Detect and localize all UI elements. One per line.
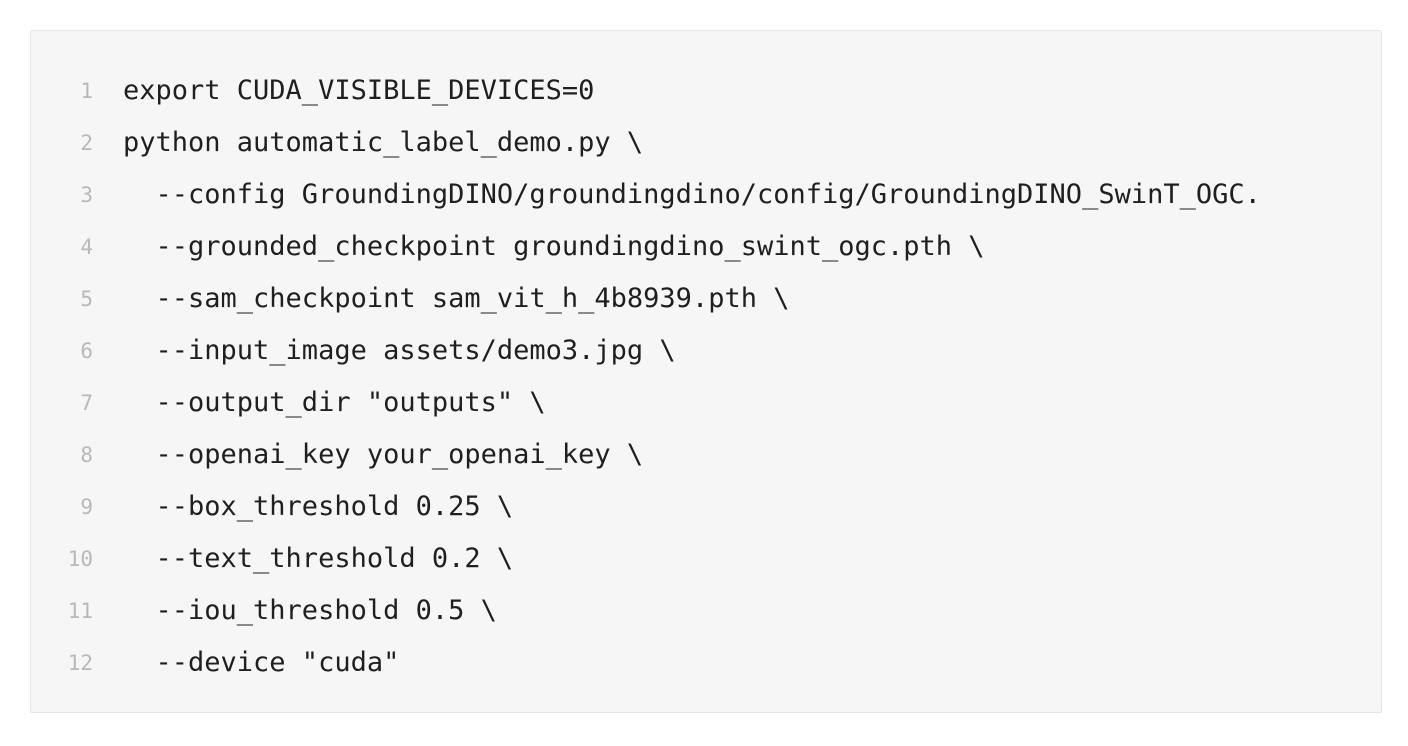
line-text[interactable]: --iou_threshold 0.5 \ xyxy=(123,595,497,626)
line-number: 3 xyxy=(80,183,93,207)
line-text[interactable]: --sam_checkpoint sam_vit_h_4b8939.pth \ xyxy=(123,283,790,314)
line-text[interactable]: --openai_key your_openai_key \ xyxy=(123,439,644,470)
line-number: 5 xyxy=(80,287,93,311)
line-text[interactable]: --output_dir "outputs" \ xyxy=(123,387,546,418)
line-text[interactable]: --grounded_checkpoint groundingdino_swin… xyxy=(123,231,985,262)
code-line: 6 --input_image assets/demo3.jpg \ xyxy=(31,325,1381,377)
line-number: 4 xyxy=(80,235,93,259)
line-number: 2 xyxy=(80,131,93,155)
line-number: 7 xyxy=(80,391,93,415)
line-number: 11 xyxy=(67,599,93,623)
line-text[interactable]: export CUDA_VISIBLE_DEVICES=0 xyxy=(123,75,595,106)
line-text[interactable]: --text_threshold 0.2 \ xyxy=(123,543,514,574)
line-text[interactable]: --config GroundingDINO/groundingdino/con… xyxy=(123,179,1261,210)
line-number: 9 xyxy=(80,495,93,519)
line-text[interactable]: --input_image assets/demo3.jpg \ xyxy=(123,335,676,366)
code-line: 7 --output_dir "outputs" \ xyxy=(31,377,1381,429)
code-line: 1 export CUDA_VISIBLE_DEVICES=0 xyxy=(31,65,1381,117)
code-line: 11 --iou_threshold 0.5 \ xyxy=(31,585,1381,637)
code-line: 2 python automatic_label_demo.py \ xyxy=(31,117,1381,169)
line-text[interactable]: --box_threshold 0.25 \ xyxy=(123,491,514,522)
code-line: 3 --config GroundingDINO/groundingdino/c… xyxy=(31,169,1381,221)
code-lines: 1 export CUDA_VISIBLE_DEVICES=0 2 python… xyxy=(31,65,1381,689)
code-line: 4 --grounded_checkpoint groundingdino_sw… xyxy=(31,221,1381,273)
code-line: 8 --openai_key your_openai_key \ xyxy=(31,429,1381,481)
code-line: 9 --box_threshold 0.25 \ xyxy=(31,481,1381,533)
code-line: 5 --sam_checkpoint sam_vit_h_4b8939.pth … xyxy=(31,273,1381,325)
code-line: 10 --text_threshold 0.2 \ xyxy=(31,533,1381,585)
line-text[interactable]: python automatic_label_demo.py \ xyxy=(123,127,644,158)
line-number: 8 xyxy=(80,443,93,467)
line-number: 6 xyxy=(80,339,93,363)
line-number: 1 xyxy=(80,79,93,103)
code-line: 12 --device "cuda" xyxy=(31,637,1381,689)
code-block[interactable]: 1 export CUDA_VISIBLE_DEVICES=0 2 python… xyxy=(30,30,1382,713)
line-number: 12 xyxy=(67,651,93,675)
line-number: 10 xyxy=(67,547,93,571)
line-text[interactable]: --device "cuda" xyxy=(123,647,400,678)
